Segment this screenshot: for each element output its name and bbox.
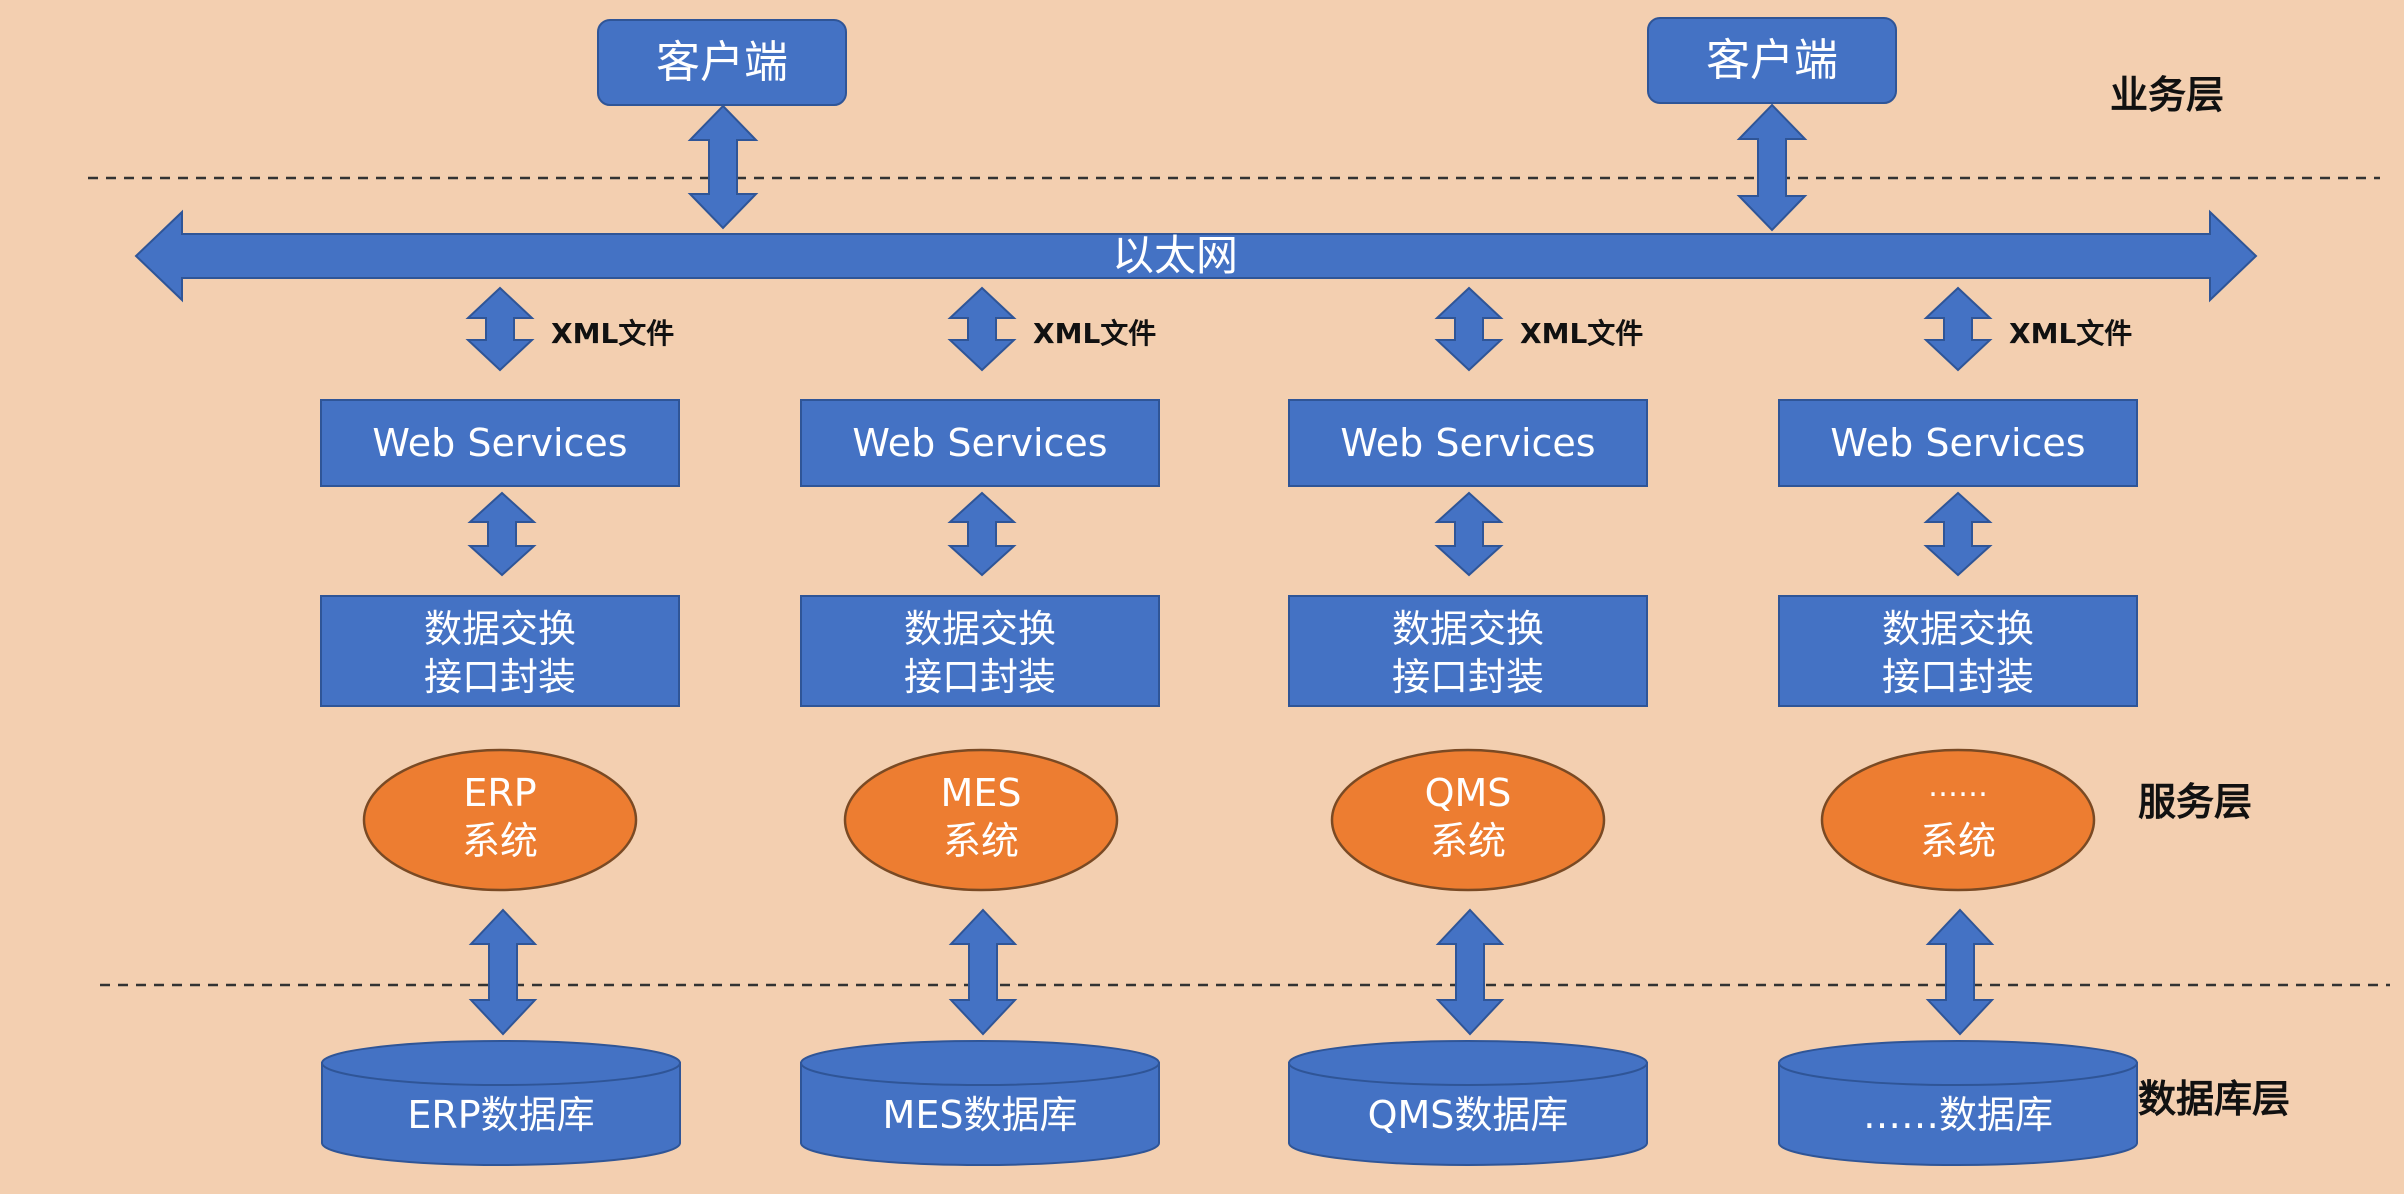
xml-file-label-4: XML文件: [2009, 317, 2132, 350]
database-label-4: ……数据库: [1863, 1093, 2053, 1137]
web-services-label-1: Web Services: [372, 421, 627, 465]
system-label-line1-3: QMS: [1425, 771, 1512, 815]
business-layer-label: 业务层: [2110, 73, 2224, 117]
system-database-arrow-1: [468, 908, 538, 1036]
interface-label-line2-1: 接口封装: [424, 655, 576, 699]
xml-file-label-3: XML文件: [1520, 317, 1643, 350]
interface-label-line1-1: 数据交换: [424, 607, 576, 651]
client-label-1: 客户端: [656, 37, 788, 88]
web-services-box-1: [320, 399, 680, 487]
web-services-box-3: [1288, 399, 1648, 487]
web-services-box-4: [1778, 399, 2138, 487]
database-layer-label: 数据库层: [2138, 1077, 2290, 1121]
database-cylinder-1: [321, 1040, 681, 1166]
client-bus-arrow-1: [687, 104, 759, 230]
system-node-3: [1330, 748, 1606, 892]
system-label-line1-1: ERP: [463, 771, 536, 815]
database-cylinder-3: [1288, 1040, 1648, 1166]
database-label-1: ERP数据库: [407, 1093, 594, 1137]
database-label-2: MES数据库: [883, 1093, 1078, 1137]
database-cylinder-2: [800, 1040, 1160, 1166]
webservice-interface-arrow-1: [467, 491, 537, 577]
xml-file-label-1: XML文件: [551, 317, 674, 350]
system-label-line2-3: 系统: [1430, 819, 1506, 863]
web-services-label-4: Web Services: [1830, 421, 2085, 465]
database-cylinder-4: [1778, 1040, 2138, 1166]
client-label-2: 客户端: [1706, 35, 1838, 86]
client-node-1: 客户端: [597, 19, 847, 106]
system-label-line2-4: 系统: [1920, 819, 1996, 863]
system-label-line1-2: MES: [941, 771, 1022, 815]
web-services-label-3: Web Services: [1340, 421, 1595, 465]
interface-label-line1-3: 数据交换: [1392, 607, 1544, 651]
system-database-arrow-2: [948, 908, 1018, 1036]
bus-webservice-arrow-2: [947, 286, 1017, 372]
web-services-label-2: Web Services: [852, 421, 1107, 465]
ethernet-bus-label: 以太网: [1112, 231, 1238, 280]
bus-webservice-arrow-3: [1434, 286, 1504, 372]
bus-webservice-arrow-4: [1923, 286, 1993, 372]
system-node-2: [843, 748, 1119, 892]
interface-label-line1-2: 数据交换: [904, 607, 1056, 651]
system-column-erp: XML文件 Web Services 数据交换 接口封装 ERP 系统 ERP数…: [320, 286, 681, 1166]
client-bus-arrow-2: [1736, 103, 1808, 232]
system-database-arrow-3: [1435, 908, 1505, 1036]
interface-box-1: [320, 595, 680, 707]
system-database-arrow-4: [1925, 908, 1995, 1036]
interface-label-line2-2: 接口封装: [904, 655, 1056, 699]
service-layer-label: 服务层: [2138, 780, 2252, 824]
xml-file-label-2: XML文件: [1033, 317, 1156, 350]
interface-box-3: [1288, 595, 1648, 707]
web-services-box-2: [800, 399, 1160, 487]
ethernet-bus-arrow: [134, 209, 2258, 303]
system-label-line2-2: 系统: [943, 819, 1019, 863]
webservice-interface-arrow-4: [1923, 491, 1993, 577]
interface-label-line2-3: 接口封装: [1392, 655, 1544, 699]
system-label-line1-4: ……: [1928, 769, 1988, 804]
webservice-interface-arrow-3: [1434, 491, 1504, 577]
interface-label-line1-4: 数据交换: [1882, 607, 2034, 651]
client-node-2: 客户端: [1647, 17, 1897, 104]
system-column-mes: XML文件 Web Services 数据交换 接口封装 MES 系统 MES数…: [800, 286, 1160, 1166]
system-label-line2-1: 系统: [462, 819, 538, 863]
system-node-1: [362, 748, 638, 892]
system-node-4: [1820, 748, 2096, 892]
interface-label-line2-4: 接口封装: [1882, 655, 2034, 699]
bus-webservice-arrow-1: [465, 286, 535, 372]
webservice-interface-arrow-2: [947, 491, 1017, 577]
interface-box-2: [800, 595, 1160, 707]
system-column-qms: XML文件 Web Services 数据交换 接口封装 QMS 系统 QMS数…: [1288, 286, 1648, 1166]
interface-box-4: [1778, 595, 2138, 707]
database-label-3: QMS数据库: [1368, 1093, 1569, 1137]
system-column-other: XML文件 Web Services 数据交换 接口封装 …… 系统 ……数据库: [1778, 286, 2138, 1166]
